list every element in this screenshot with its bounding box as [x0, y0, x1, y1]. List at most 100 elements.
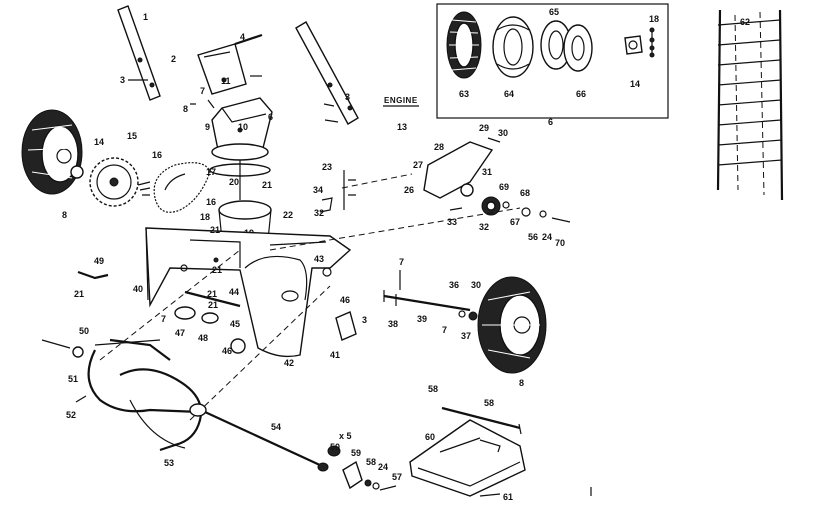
label-34: 34	[313, 185, 323, 195]
label-37: 37	[461, 331, 471, 341]
label-31: 31	[482, 167, 492, 177]
hub-14-detail	[624, 27, 655, 58]
label-33: 33	[447, 217, 457, 227]
label-21a: 21	[262, 180, 272, 190]
label-3b: 3	[345, 92, 350, 102]
label-x5: x 5	[339, 431, 352, 441]
label-57: 57	[392, 472, 402, 482]
rod-58	[441, 406, 521, 430]
label-48: 48	[198, 333, 208, 343]
sprocket-15	[89, 157, 139, 207]
label-24: 24	[542, 232, 552, 242]
label-44: 44	[229, 287, 239, 297]
label-10: 10	[238, 122, 248, 132]
tube-64	[492, 16, 534, 78]
label-62: 62	[740, 17, 750, 27]
label-21e: 21	[207, 289, 217, 299]
label-14: 14	[94, 137, 104, 147]
label-30: 30	[498, 128, 508, 138]
label-49: 49	[94, 256, 104, 266]
shaft-44	[184, 290, 241, 308]
label-64: 64	[504, 89, 514, 99]
label-8c: 8	[519, 378, 524, 388]
label-61: 61	[503, 492, 513, 502]
block-59	[342, 460, 363, 490]
label-58c: 58	[484, 398, 494, 408]
label-47: 47	[175, 328, 185, 338]
label-38: 38	[388, 319, 398, 329]
handle-right	[295, 21, 359, 125]
pulley-cover-28	[423, 141, 494, 199]
label-69: 69	[499, 182, 509, 192]
label-21f: 21	[208, 300, 218, 310]
label-6: 6	[268, 112, 273, 122]
label-36: 36	[449, 280, 459, 290]
pulley-46	[230, 338, 246, 354]
label-14b: 14	[630, 79, 640, 89]
label-8b: 8	[62, 210, 67, 220]
label-32: 32	[479, 222, 489, 232]
label-21d: 21	[74, 289, 84, 299]
label-17: 17	[206, 167, 216, 177]
label-63: 63	[459, 89, 469, 99]
label-53: 53	[164, 458, 174, 468]
rim-halves	[540, 20, 593, 72]
label-41: 41	[330, 350, 340, 360]
label-50b: 50	[330, 442, 340, 452]
wheel-left-8	[21, 109, 84, 195]
label-9: 9	[205, 122, 210, 132]
label-1: 1	[143, 12, 148, 22]
label-23: 23	[322, 162, 332, 172]
label-4: 4	[240, 32, 245, 42]
label-18b: 18	[649, 14, 659, 24]
label-18: 18	[200, 212, 210, 222]
label-26: 26	[404, 185, 414, 195]
label-21b: 21	[210, 225, 220, 235]
discharge-chute-6	[211, 97, 273, 161]
label-46: 46	[340, 295, 350, 305]
label-28: 28	[434, 142, 444, 152]
label-65: 65	[549, 7, 559, 17]
label-56: 56	[528, 232, 538, 242]
lever-49	[77, 270, 109, 280]
label-58b: 58	[428, 384, 438, 394]
tire-chain-62	[716, 9, 784, 201]
auger-shaft-54	[204, 411, 323, 467]
tire-detail-inset	[436, 3, 669, 119]
label-66: 66	[576, 89, 586, 99]
label-45: 45	[230, 319, 240, 329]
label-16: 16	[152, 150, 162, 160]
auger-53	[87, 338, 207, 452]
label-8: 8	[183, 104, 188, 114]
label-7d: 7	[442, 325, 447, 335]
label-68: 68	[520, 188, 530, 198]
label-7b: 7	[161, 314, 166, 324]
label-24b: 24	[378, 462, 388, 472]
label-15: 15	[127, 131, 137, 141]
label-50: 50	[79, 326, 89, 336]
label-32b: 32	[314, 208, 324, 218]
bracket-41	[335, 311, 357, 341]
washer-48	[201, 312, 219, 324]
label-3a: 3	[120, 75, 125, 85]
label-52: 52	[66, 410, 76, 420]
tire-63	[446, 11, 482, 79]
label-30b: 30	[471, 280, 481, 290]
label-22: 22	[283, 210, 293, 220]
label-43: 43	[314, 254, 324, 264]
label-7c: 7	[399, 257, 404, 267]
label-3c: 3	[362, 315, 367, 325]
label-20: 20	[229, 177, 239, 187]
chain-17	[153, 162, 211, 213]
label-58: 58	[366, 457, 376, 467]
label-59: 59	[351, 448, 361, 458]
pulley-47	[174, 306, 196, 320]
label-39: 39	[417, 314, 427, 324]
label-29: 29	[479, 123, 489, 133]
bearing-50	[327, 445, 341, 457]
label-51: 51	[68, 374, 78, 384]
label-21c: 21	[212, 265, 222, 275]
scraper-60	[409, 419, 526, 497]
